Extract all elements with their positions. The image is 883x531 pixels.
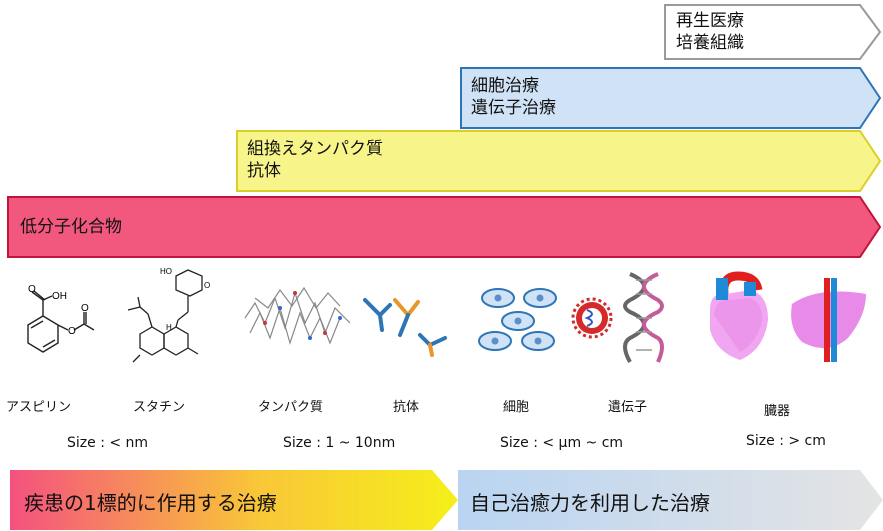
- antibody-icon: [363, 298, 447, 357]
- aspirin-label: アスピリン: [6, 400, 72, 415]
- protein-label-line2: 抗体: [247, 161, 281, 181]
- protein-label-line1: 組換えタンパク質: [247, 139, 383, 159]
- regenerative-arrow: [664, 4, 882, 60]
- bottom-right-arrow: [458, 470, 883, 530]
- small-molecule-arrow: [7, 196, 882, 258]
- self-healing-therapy-label: 自己治癒力を利用した治療: [470, 491, 710, 515]
- regenerative-label: 再生医療 培養組織: [676, 10, 744, 54]
- statin-label: スタチン: [133, 400, 186, 415]
- cell-therapy-arrow: [460, 67, 882, 129]
- regenerative-label-line1: 再生医療: [676, 11, 744, 31]
- statin-h-label: H: [166, 323, 172, 332]
- protein-arrow: [236, 130, 882, 192]
- statin-structure-icon: HO O H: [127, 267, 210, 363]
- aspirin-ester-o-label: O: [68, 326, 76, 337]
- protein-item-label: タンパク質: [258, 400, 324, 415]
- regenerative-label-line2: 培養組織: [676, 33, 744, 53]
- statin-ho-label: HO: [160, 267, 172, 276]
- size-protein-label: Size : 1 ~ 10nm: [283, 435, 396, 451]
- virus-vector-icon: [571, 297, 613, 339]
- antibody-label: 抗体: [393, 400, 420, 415]
- heart-icon: [710, 271, 768, 360]
- size-organ-label: Size : > cm: [746, 433, 826, 449]
- aspirin-carbonyl-o-label: O: [81, 303, 89, 314]
- small-molecule-label-line1: 低分子化合物: [20, 217, 122, 237]
- organ-label: 臓器: [764, 404, 791, 419]
- liver-icon: [791, 278, 866, 362]
- cell-therapy-label: 細胞治療 遺伝子治療: [471, 75, 556, 119]
- cell-label: 細胞: [503, 400, 530, 415]
- protein-structure-icon: [244, 286, 351, 346]
- bottom-left-arrow: [10, 470, 458, 530]
- aspirin-oh-label: OH: [52, 291, 67, 302]
- aspirin-o-label: O: [28, 284, 36, 295]
- size-cell-label: Size : < μm ~ cm: [500, 435, 624, 451]
- targeted-therapy-label: 疾患の1標的に作用する治療: [24, 491, 277, 515]
- statin-ring-o-label: O: [204, 281, 210, 290]
- cell-therapy-label-line1: 細胞治療: [471, 76, 539, 96]
- gene-label: 遺伝子: [608, 400, 648, 415]
- size-nm-label: Size : < nm: [67, 435, 149, 451]
- aspirin-structure-icon: O OH O O: [27, 284, 95, 353]
- protein-label: 組換えタンパク質 抗体: [247, 138, 383, 182]
- dna-helix-icon: [623, 272, 664, 363]
- cell-icon: [478, 288, 557, 351]
- cell-therapy-label-line2: 遺伝子治療: [471, 98, 556, 118]
- small-molecule-label: 低分子化合物: [20, 216, 122, 238]
